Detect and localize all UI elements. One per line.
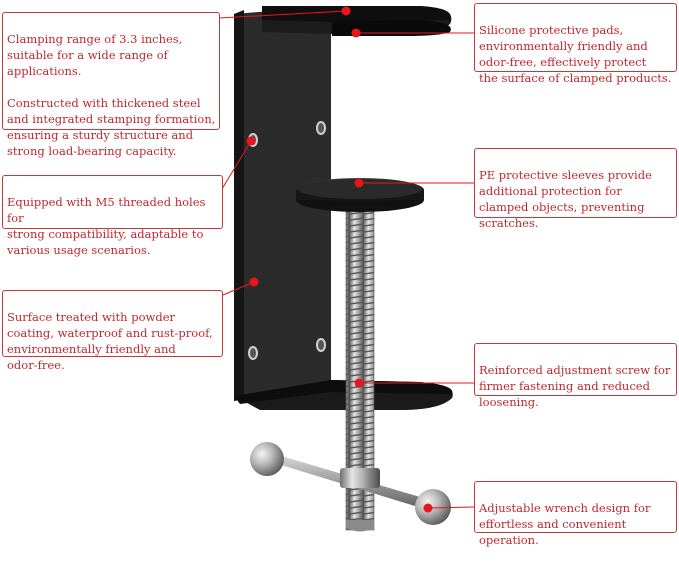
clamp-body bbox=[234, 6, 453, 410]
pe-pad bbox=[296, 178, 424, 212]
wrench-handle bbox=[250, 442, 451, 525]
adjustment-screw-text: Reinforced adjustment screw for firmer f… bbox=[479, 363, 671, 409]
surface-treatment-callout: Surface treated with powder coating, wat… bbox=[2, 290, 223, 372]
clamping-range-callout: Clamping range of 3.3 inches, suitable f… bbox=[2, 12, 220, 158]
connector-lines bbox=[218, 10, 475, 509]
m5-holes-callout: Equipped with M5 threaded holes for stro… bbox=[2, 175, 223, 257]
pe-sleeves-text: PE protective sleeves provide additional… bbox=[479, 168, 652, 230]
adjustment-screw-callout: Reinforced adjustment screw for firmer f… bbox=[474, 343, 677, 409]
wrench-design-text: Adjustable wrench design for effortless … bbox=[479, 501, 651, 547]
m5-holes-text: Equipped with M5 threaded holes for stro… bbox=[7, 195, 206, 257]
silicone-pads-text: Silicone protective pads, environmentall… bbox=[479, 23, 672, 85]
clamping-range-text: Clamping range of 3.3 inches, suitable f… bbox=[7, 32, 183, 78]
wrench-design-callout: Adjustable wrench design for effortless … bbox=[474, 481, 677, 547]
construction-text: Constructed with thickened steel and int… bbox=[7, 96, 216, 158]
silicone-pads-callout: Silicone protective pads, environmentall… bbox=[474, 3, 677, 85]
pe-sleeves-callout: PE protective sleeves provide additional… bbox=[474, 148, 677, 230]
product-illustration bbox=[218, 6, 475, 532]
surface-treatment-text: Surface treated with powder coating, wat… bbox=[7, 310, 213, 372]
marker-dots bbox=[246, 6, 433, 513]
